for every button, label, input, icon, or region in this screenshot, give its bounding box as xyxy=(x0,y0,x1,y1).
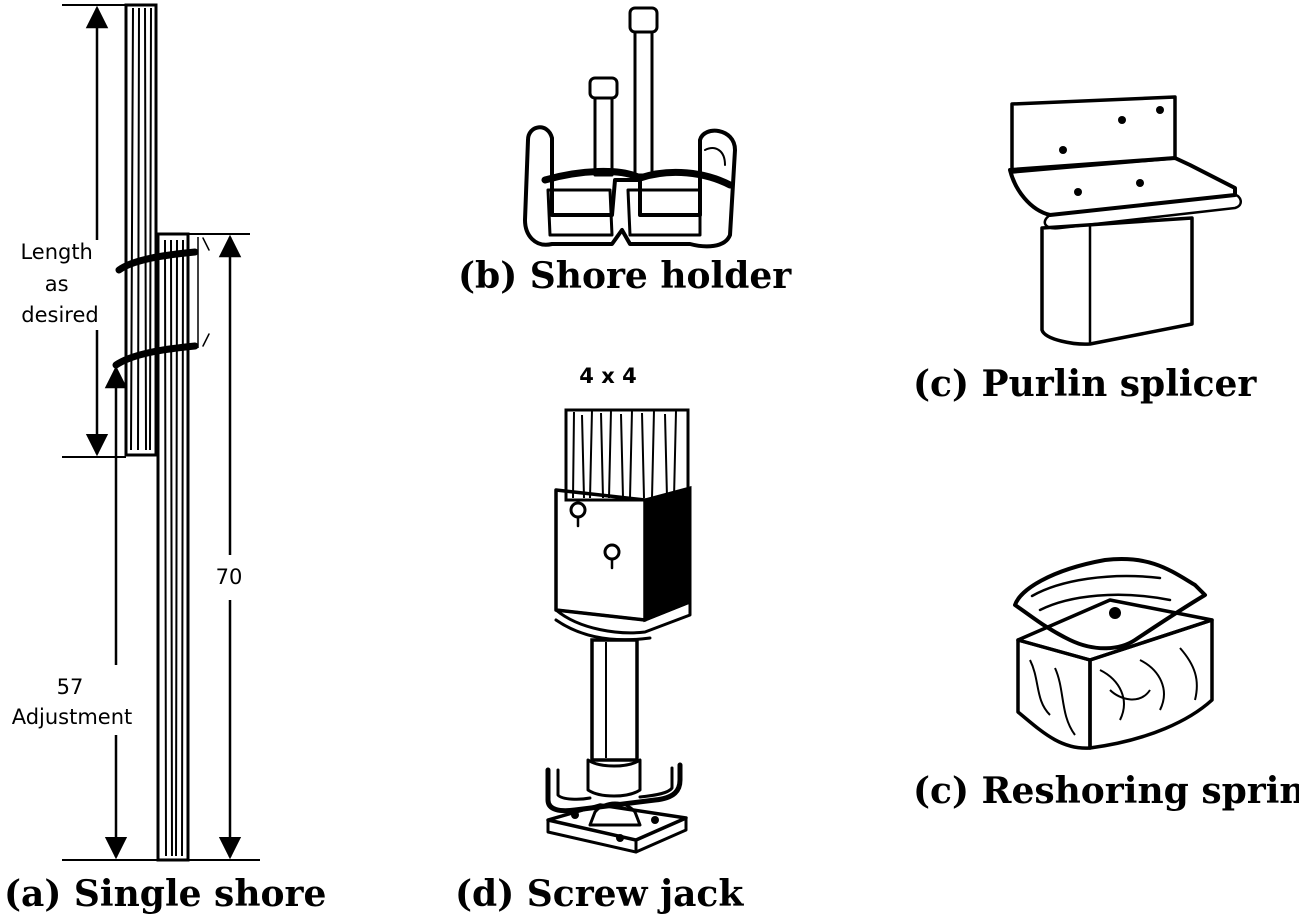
length-label: Length as desired xyxy=(20,240,99,327)
caption-reshoring-spring: (c) Reshoring spring xyxy=(913,770,1299,812)
overall-dimension-value: 70 xyxy=(216,565,243,589)
screw-jack-drawing xyxy=(545,408,692,854)
purlin-splicer-drawing xyxy=(1008,95,1242,346)
length-label-line-3: desired xyxy=(21,303,98,327)
single-shore-drawing: Length as desired 70 57 Adjustment xyxy=(12,3,260,862)
reshoring-spring-drawing xyxy=(1013,557,1214,750)
upper-clamp xyxy=(115,248,199,274)
caption-shore-holder: (b) Shore holder xyxy=(458,255,792,297)
caption-single-shore: (a) Single shore xyxy=(4,873,326,915)
adjustment-label: Adjustment xyxy=(12,705,133,729)
caption-screw-jack: (d) Screw jack xyxy=(455,873,744,915)
caption-purlin-splicer: (c) Purlin splicer xyxy=(913,363,1257,405)
lumber-size-label: 4 x 4 xyxy=(579,364,636,388)
lower-post xyxy=(156,232,190,862)
length-label-line-1: Length xyxy=(20,240,92,264)
length-label-line-2: as xyxy=(45,272,69,296)
adjustment-value: 57 xyxy=(57,675,84,699)
shore-holder-drawing xyxy=(523,6,737,249)
upper-post xyxy=(124,3,158,457)
lower-clamp xyxy=(112,342,199,369)
